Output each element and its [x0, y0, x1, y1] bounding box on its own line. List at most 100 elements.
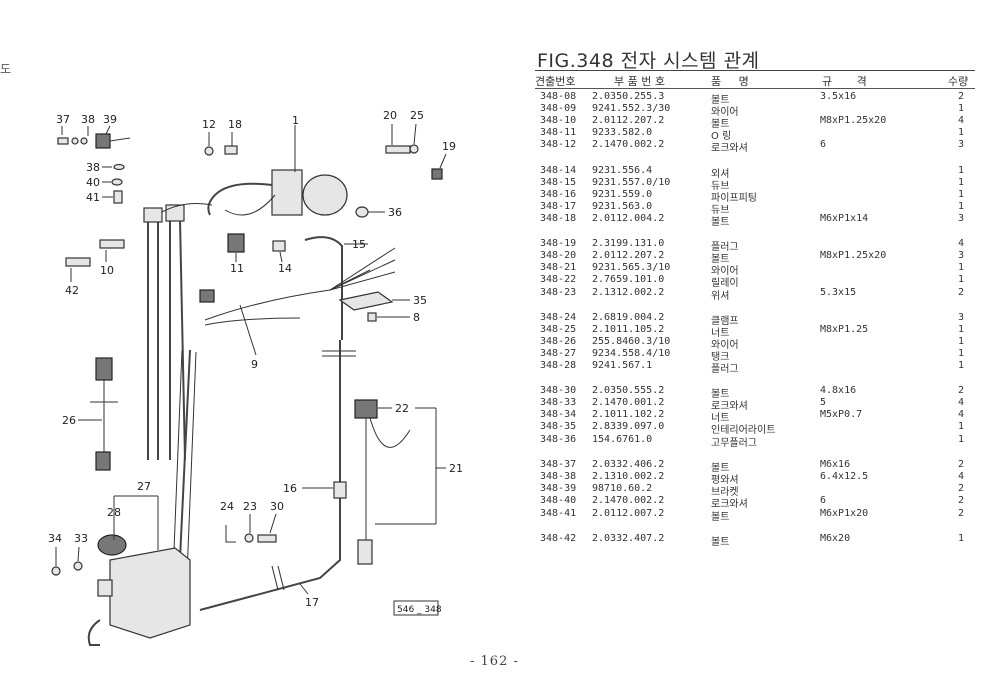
parts-diagram: 37 38 39 38 40 41 12 18 20 25 19	[48, 109, 463, 646]
cell-qty: 2	[957, 495, 964, 506]
callout-10: 10	[100, 264, 114, 277]
cell-part: 9233.582.0	[592, 127, 653, 138]
cell-name: 볼트	[711, 463, 730, 474]
cell-code: 348-33	[540, 397, 577, 408]
cell-code: 348-28	[540, 360, 577, 371]
cell-part: 2.0332.406.2	[592, 459, 665, 470]
cell-part: 9231.565.3/10	[592, 262, 671, 273]
cell-name: 플러그	[711, 364, 739, 375]
fitting-16	[333, 481, 347, 499]
cell-part: 2.1470.002.2	[592, 139, 665, 150]
cell-part: 9234.558.4/10	[592, 348, 671, 359]
cell-spec: 5	[820, 397, 827, 408]
cell-qty: 2	[957, 459, 964, 470]
cell-qty: 2	[957, 385, 964, 396]
cell-part: 2.8339.097.0	[592, 421, 665, 432]
cell-part: 2.0112.207.2	[592, 115, 665, 126]
cell-qty: 1	[957, 360, 964, 371]
cell-part: 2.0332.407.2	[592, 533, 665, 544]
part-18	[224, 145, 238, 155]
cell-code: 348-27	[540, 348, 577, 359]
cell-name: 와이어	[711, 266, 739, 277]
part-36-plug	[355, 206, 369, 218]
cell-part: 2.1312.002.2	[592, 287, 665, 298]
cell-code: 348-22	[540, 274, 577, 285]
header-part-number: 부 품 번 호	[614, 75, 665, 88]
cell-qty: 3	[957, 139, 964, 150]
callout-18: 18	[228, 118, 242, 131]
part-42-bolt	[65, 257, 91, 267]
cell-spec: 5.3x15	[820, 287, 857, 298]
cell-name: 볼트	[711, 537, 730, 548]
cell-part: 9241.552.3/30	[592, 103, 671, 114]
wiper-motor-1	[207, 125, 348, 216]
cell-qty: 1	[957, 262, 964, 273]
cell-part: 2.6819.004.2	[592, 312, 665, 323]
cell-name: 위셔	[711, 291, 730, 302]
cell-code: 348-11	[540, 127, 577, 138]
callout-23: 23	[243, 500, 257, 513]
cell-part: 2.0350.255.3	[592, 91, 665, 102]
callout-36: 36	[388, 206, 402, 219]
part-10-bolt	[99, 239, 125, 249]
cell-qty: 3	[957, 312, 964, 323]
cell-spec: 6	[820, 495, 827, 506]
callout-11: 11	[230, 262, 244, 275]
cell-part: 2.1470.002.2	[592, 495, 665, 506]
cell-spec: M6x16	[820, 459, 851, 470]
part-20-bolt	[385, 145, 411, 154]
cell-name: 플러그	[711, 242, 739, 253]
cell-qty: 2	[957, 508, 964, 519]
cell-code: 348-10	[540, 115, 577, 126]
cell-name: 고무플러그	[711, 438, 757, 449]
cell-code: 348-38	[540, 471, 577, 482]
cell-qty: 1	[957, 103, 964, 114]
cell-qty: 3	[957, 250, 964, 261]
header-quantity: 수량	[948, 75, 969, 88]
cell-part: 2.0112.007.2	[592, 508, 665, 519]
cell-qty: 4	[957, 397, 964, 408]
cell-part: 2.7659.101.0	[592, 274, 665, 285]
hose-17	[199, 340, 341, 611]
callout-21: 21	[449, 462, 463, 475]
figure-title: FIG.348 전자 시스템 관계	[537, 50, 760, 72]
cell-spec: 4.8x16	[820, 385, 857, 396]
washer-23	[244, 533, 254, 543]
part-8-screw	[367, 312, 377, 322]
cell-code: 348-25	[540, 324, 577, 335]
cell-qty: 1	[957, 274, 964, 285]
part-33	[73, 561, 83, 571]
cell-code: 348-39	[540, 483, 577, 494]
cell-qty: 4	[957, 409, 964, 420]
cell-code: 348-18	[540, 213, 577, 224]
cell-spec: M6x20	[820, 533, 851, 544]
tube-15	[304, 236, 343, 340]
cell-part: 2.1470.001.2	[592, 397, 665, 408]
part-19	[431, 168, 443, 180]
cell-code: 348-12	[540, 139, 577, 150]
cell-qty: 1	[957, 348, 964, 359]
cell-name: 볼트	[711, 217, 730, 228]
small-washers-38-41	[102, 163, 125, 204]
callout-35: 35	[413, 294, 427, 307]
left-edge-mark: 도	[0, 62, 12, 76]
cell-qty: 1	[957, 533, 964, 544]
cell-qty: 1	[957, 127, 964, 138]
bolt-30	[257, 534, 277, 543]
cell-spec: M8xP1.25x20	[820, 250, 887, 261]
callout-34: 34	[48, 532, 62, 545]
callout-30: 30	[270, 500, 284, 513]
cell-part: 154.6761.0	[592, 434, 653, 445]
callout-15: 15	[352, 238, 366, 251]
callout-33: 33	[74, 532, 88, 545]
cell-name: 와이어	[711, 340, 739, 351]
interior-light-35	[338, 291, 394, 311]
cell-part: 2.1310.002.2	[592, 471, 665, 482]
cell-qty: 2	[957, 287, 964, 298]
cell-code: 348-26	[540, 336, 577, 347]
cell-part: 9231.557.0/10	[592, 177, 671, 188]
cell-code: 348-19	[540, 238, 577, 249]
callout-27: 27	[137, 480, 151, 493]
cell-qty: 1	[957, 434, 964, 445]
